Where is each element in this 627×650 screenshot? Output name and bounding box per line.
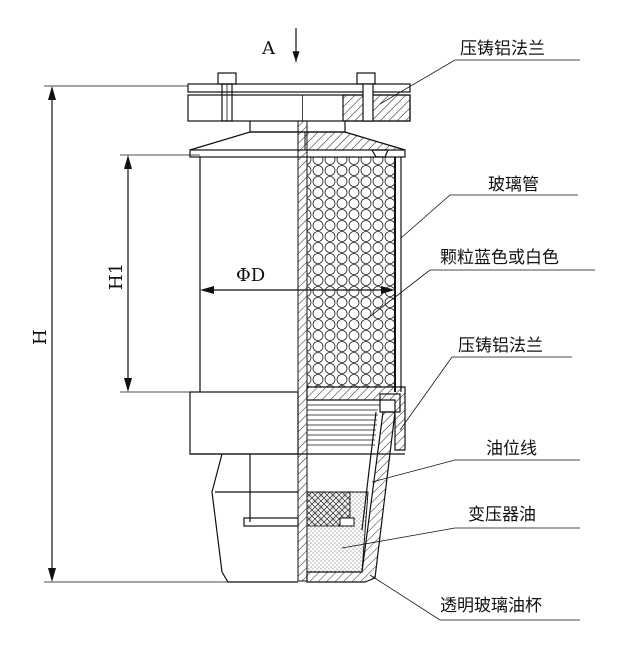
callout-mid-flange: 压铸铝法兰 bbox=[399, 336, 572, 431]
label-granules: 颗粒蓝色或白色 bbox=[440, 248, 559, 268]
height-h1-label: H1 bbox=[106, 263, 127, 290]
thread-lines bbox=[307, 404, 380, 446]
diameter-d-label: ΦD bbox=[236, 265, 265, 286]
callout-oil-level: 油位线 bbox=[371, 439, 580, 483]
view-a-label: A bbox=[261, 38, 276, 59]
dimension-d: ΦD bbox=[200, 265, 395, 294]
height-h-label: H bbox=[30, 329, 51, 345]
label-transformer-oil: 变压器油 bbox=[468, 505, 536, 525]
callout-transformer-oil: 变压器油 bbox=[341, 505, 580, 549]
dimension-h1: H1 bbox=[106, 154, 200, 393]
callout-glass-tube: 玻璃管 bbox=[400, 175, 578, 239]
callout-top-flange: 压铸铝法兰 bbox=[379, 39, 580, 105]
oil-cup bbox=[211, 411, 396, 583]
callout-oil-cup: 透明玻璃油杯 bbox=[369, 574, 580, 621]
granule-filling bbox=[307, 156, 395, 387]
label-oil-cup: 透明玻璃油杯 bbox=[440, 596, 542, 616]
mid-flange bbox=[189, 386, 406, 455]
view-a-marker: A bbox=[261, 28, 300, 62]
label-oil-level: 油位线 bbox=[486, 439, 537, 459]
callout-granules: 颗粒蓝色或白色 bbox=[367, 248, 595, 319]
top-flange bbox=[187, 72, 411, 158]
label-top-flange: 压铸铝法兰 bbox=[460, 39, 545, 59]
label-mid-flange: 压铸铝法兰 bbox=[458, 336, 543, 356]
label-glass-tube: 玻璃管 bbox=[488, 175, 539, 195]
central-tube bbox=[297, 95, 308, 582]
dimension-h: H bbox=[30, 85, 228, 583]
